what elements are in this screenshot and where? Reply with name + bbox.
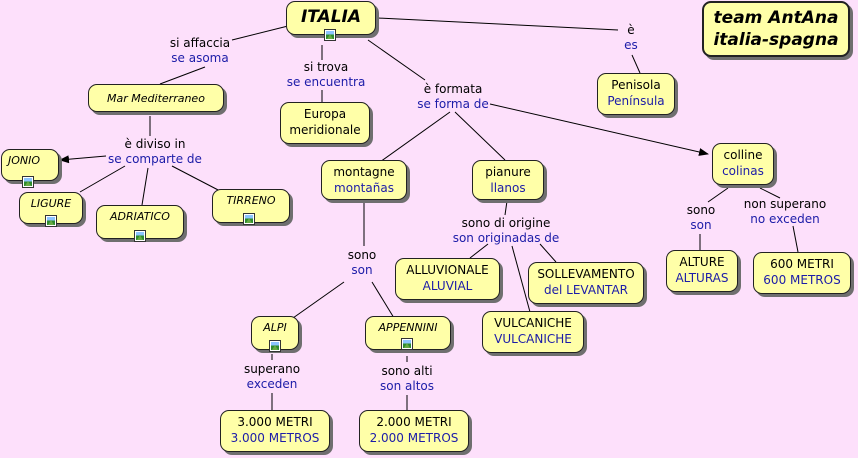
concept-team[interactable]: team AntAna italia-spagna bbox=[702, 1, 850, 57]
link-e-formata: è formata se forma de bbox=[405, 82, 501, 112]
link-e: è es bbox=[617, 23, 645, 53]
link-sono-alti-es: son altos bbox=[380, 379, 434, 393]
link-si-trova-it: si trova bbox=[303, 60, 349, 74]
concept-italia[interactable]: ITALIA bbox=[286, 1, 376, 35]
pianure-it: pianure bbox=[485, 165, 531, 179]
tremila-it: 3.000 METRI bbox=[237, 415, 313, 429]
link-origine-it: sono di origine bbox=[461, 216, 551, 230]
image-icon[interactable] bbox=[134, 230, 146, 242]
europa-line1: Europa bbox=[303, 107, 347, 121]
link-e-it: è bbox=[627, 23, 635, 37]
link-sono2-it: sono bbox=[686, 203, 716, 217]
pianure-es: llanos bbox=[490, 181, 526, 195]
ligure-label: LIGURE bbox=[30, 197, 72, 210]
adriatico-label: ADRIATICO bbox=[110, 210, 170, 223]
concept-adriatico[interactable]: ADRIATICO bbox=[96, 205, 184, 239]
link-si-affaccia-es: se asoma bbox=[171, 51, 229, 65]
link-sono-alti: sono alti son altos bbox=[375, 364, 439, 394]
montagne-es: montañas bbox=[334, 181, 394, 195]
concept-600-metri[interactable]: 600 METRI 600 METROS bbox=[753, 252, 851, 294]
image-icon[interactable] bbox=[243, 213, 255, 225]
link-si-affaccia-it: si affaccia bbox=[169, 36, 231, 50]
link-sono-es: son bbox=[351, 263, 373, 277]
vulcaniche-es: VULCANICHE bbox=[494, 332, 572, 346]
link-origine: sono di origine son originadas de bbox=[446, 216, 566, 246]
sollevamento-it: SOLLEVAMENTO bbox=[537, 267, 635, 281]
link-sono: sono son bbox=[342, 248, 382, 278]
penisola-it: Penisola bbox=[611, 78, 661, 92]
image-icon[interactable] bbox=[401, 338, 413, 350]
concept-jonio[interactable]: JONIO bbox=[1, 149, 59, 181]
concept-2000-metri[interactable]: 2.000 METRI 2.000 METROS bbox=[359, 410, 469, 452]
image-icon[interactable] bbox=[269, 340, 281, 352]
concept-italia-label: ITALIA bbox=[300, 7, 362, 27]
link-origine-es: son originadas de bbox=[452, 231, 560, 245]
link-sono-it: sono bbox=[347, 248, 377, 262]
appennini-label: APPENNINI bbox=[378, 321, 438, 334]
link-non-superano-it: non superano bbox=[743, 197, 827, 211]
link-superano-it: superano bbox=[243, 362, 301, 376]
team-line2: italia-spagna bbox=[713, 30, 839, 50]
concept-vulcaniche[interactable]: VULCANICHE VULCANICHE bbox=[482, 311, 584, 353]
concept-mar-mediterraneo[interactable]: Mar Mediterraneo bbox=[88, 84, 224, 112]
duemila-it: 2.000 METRI bbox=[376, 415, 452, 429]
concept-pianure[interactable]: pianure llanos bbox=[472, 160, 544, 200]
sollevamento-es: del LEVANTAR bbox=[544, 283, 628, 297]
link-si-affaccia: si affaccia se asoma bbox=[160, 36, 240, 66]
link-sono2-es: son bbox=[690, 218, 712, 232]
concept-mar-label: Mar Mediterraneo bbox=[107, 92, 205, 105]
concept-sollevamento[interactable]: SOLLEVAMENTO del LEVANTAR bbox=[528, 262, 644, 304]
alluvionale-es: ALUVIAL bbox=[422, 279, 473, 293]
link-non-superano-es: no exceden bbox=[750, 212, 820, 226]
europa-line2: meridionale bbox=[289, 123, 361, 137]
colline-it: colline bbox=[723, 148, 763, 162]
link-e-formata-es: se forma de bbox=[417, 97, 489, 111]
concept-3000-metri[interactable]: 3.000 METRI 3.000 METROS bbox=[220, 410, 330, 452]
concept-montagne[interactable]: montagne montañas bbox=[321, 160, 407, 200]
link-non-superano: non superano no exceden bbox=[739, 197, 831, 227]
link-diviso-it: è diviso in bbox=[124, 137, 186, 151]
alluvionale-it: ALLUVIONALE bbox=[406, 263, 489, 277]
colline-es: colinas bbox=[722, 164, 764, 178]
tirreno-label: TIRRENO bbox=[226, 194, 276, 207]
link-sono-alti-it: sono alti bbox=[381, 364, 433, 378]
link-e-es: es bbox=[624, 38, 638, 52]
seicento-es: 600 METROS bbox=[763, 273, 841, 287]
seicento-it: 600 METRI bbox=[770, 257, 834, 271]
concept-alluvionale[interactable]: ALLUVIONALE ALUVIAL bbox=[395, 258, 500, 300]
link-diviso: è diviso in se comparte de bbox=[102, 137, 208, 167]
alpi-label: ALPI bbox=[263, 321, 287, 334]
link-si-trova-es: se encuentra bbox=[286, 75, 366, 89]
alture-it: ALTURE bbox=[679, 255, 725, 269]
concept-penisola[interactable]: Penisola Península bbox=[597, 73, 675, 115]
concept-europa[interactable]: Europa meridionale bbox=[280, 102, 370, 144]
link-diviso-es: se comparte de bbox=[108, 152, 202, 166]
image-icon[interactable] bbox=[45, 215, 57, 227]
link-si-trova: si trova se encuentra bbox=[276, 60, 376, 90]
image-icon[interactable] bbox=[324, 29, 336, 41]
jonio-label: JONIO bbox=[8, 154, 41, 167]
concept-alture[interactable]: ALTURE ALTURAS bbox=[666, 250, 738, 292]
duemila-es: 2.000 METROS bbox=[369, 431, 459, 445]
concept-colline[interactable]: colline colinas bbox=[712, 143, 774, 185]
tremila-es: 3.000 METROS bbox=[230, 431, 320, 445]
alture-es: ALTURAS bbox=[675, 271, 729, 285]
penisola-es: Península bbox=[607, 94, 665, 108]
concept-tirreno[interactable]: TIRRENO bbox=[212, 189, 290, 223]
montagne-it: montagne bbox=[333, 165, 395, 179]
concept-appennini[interactable]: APPENNINI bbox=[365, 316, 451, 350]
link-superano-es: exceden bbox=[246, 377, 298, 391]
link-superano: superano exceden bbox=[240, 362, 304, 392]
team-line1: team AntAna bbox=[713, 8, 839, 28]
vulcaniche-it: VULCANICHE bbox=[494, 316, 572, 330]
link-e-formata-it: è formata bbox=[423, 82, 483, 96]
image-icon[interactable] bbox=[22, 176, 34, 188]
link-sono-colline: sono son bbox=[682, 203, 720, 233]
